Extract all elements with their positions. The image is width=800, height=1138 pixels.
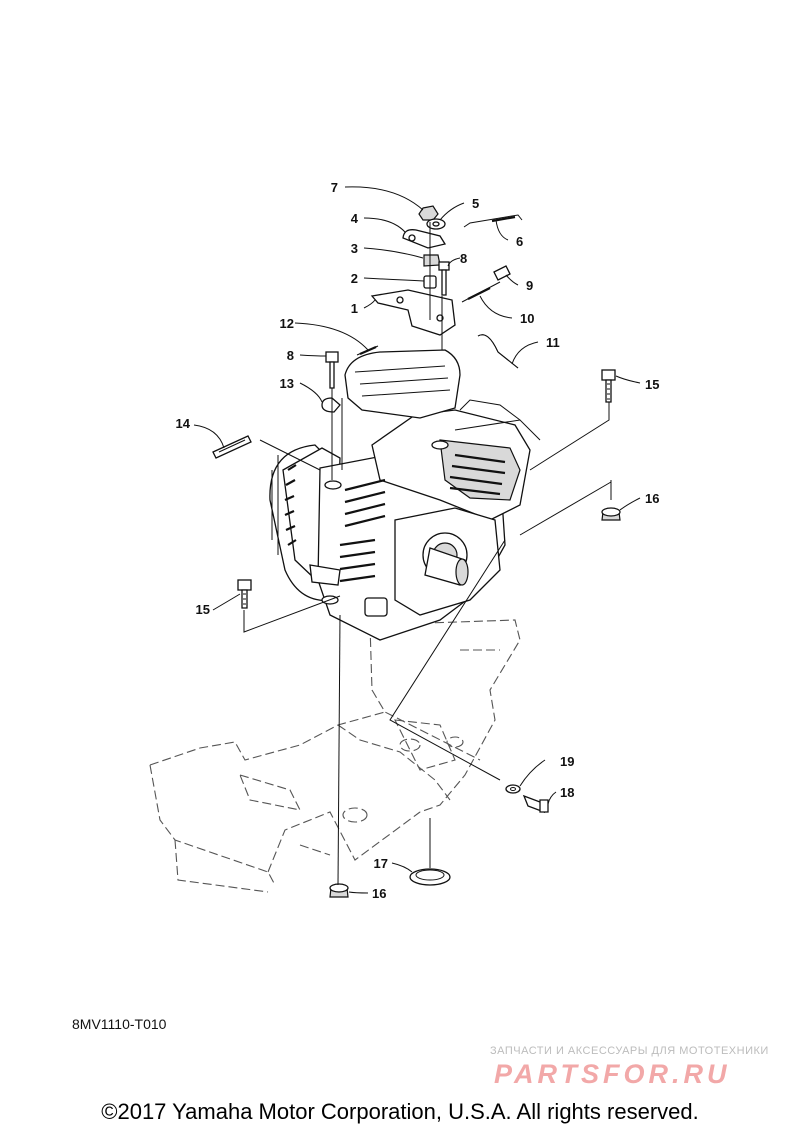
diagram-reference-code: 8MV1110-T010 xyxy=(72,1016,167,1032)
small-parts xyxy=(212,205,621,898)
watermark-logo: PARTSFOR.RU xyxy=(494,1059,731,1089)
callout-14: 14 xyxy=(176,416,191,431)
callout-5: 5 xyxy=(472,196,479,211)
leader-lines xyxy=(193,186,641,894)
callout-15b: 15 xyxy=(196,602,210,617)
callout-16b: 16 xyxy=(372,886,386,901)
callout-labels: 7 5 4 6 3 8 2 9 1 10 12 11 8 13 15 14 16… xyxy=(176,180,660,901)
callout-13: 13 xyxy=(280,376,294,391)
callout-10: 10 xyxy=(520,311,534,326)
callout-6: 7 xyxy=(331,180,338,195)
callout-8b: 8 xyxy=(287,348,294,363)
copyright-notice: ©2017 Yamaha Motor Corporation, U.S.A. A… xyxy=(101,1099,699,1124)
callout-4: 4 xyxy=(351,211,359,226)
callout-19: 19 xyxy=(560,754,574,769)
callout-3: 3 xyxy=(351,241,358,256)
callout-12: 12 xyxy=(280,316,294,331)
watermark-text: ЗАПЧАСТИ И АКСЕССУАРЫ ДЛЯ МОТОТЕХНИКИ xyxy=(490,1045,769,1057)
callout-2: 2 xyxy=(351,271,358,286)
callout-8a: 8 xyxy=(460,251,467,266)
callout-15a: 15 xyxy=(645,377,659,392)
callout-17: 17 xyxy=(374,856,388,871)
callout-16a: 16 xyxy=(645,491,659,506)
callout-7: 6 xyxy=(516,234,523,249)
callout-9: 9 xyxy=(526,278,533,293)
callout-1: 1 xyxy=(351,301,358,316)
callout-11: 11 xyxy=(546,335,560,350)
engine-assembly xyxy=(269,349,541,641)
callout-18: 18 xyxy=(560,785,574,800)
chassis-frame xyxy=(149,619,521,893)
